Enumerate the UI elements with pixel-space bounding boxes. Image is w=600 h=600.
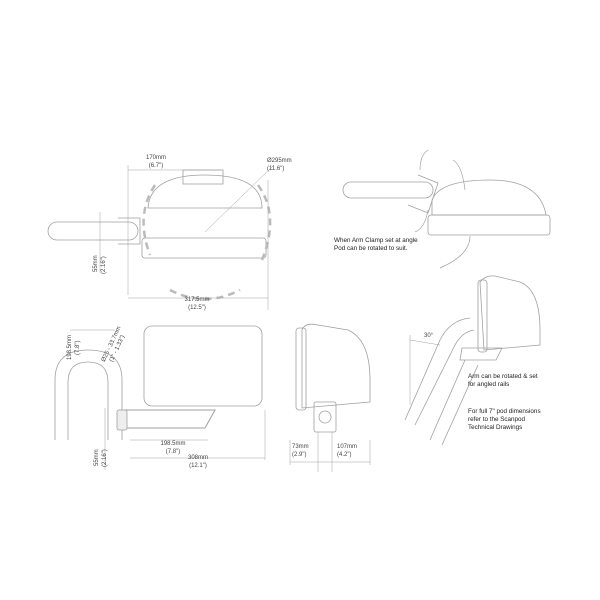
overall-length-dim-mm: 308mm [187,455,209,461]
arm-note-line2: for angled rails [468,381,510,388]
height-dim-in: (7.8") [75,340,81,355]
width-dim-in: (6.7") [148,163,164,169]
top-view-drawing [47,164,275,310]
pod-body [147,174,263,209]
clamp-height-dim-in: (2.16") [101,256,107,274]
angled-clamp [407,174,439,214]
scanpod-note-line1: For full 7" pod dimensions [468,408,541,415]
scanpod-note-line2: refer to the Scanpod [468,416,526,423]
arm-note-line1: Arm can be rotated & set [468,373,538,380]
side-view-drawing [289,323,371,472]
height-dim-mm: 198.5mm [67,334,73,360]
rotation-note-line2: Pod can be rotated to suit. [334,245,408,252]
width-dim-mm: 170mm [145,155,167,161]
pod-screen [143,325,263,407]
rotation-dashed-arc [142,184,272,301]
arm-clamp [118,217,141,245]
left-dim-in: (2.9") [292,452,307,458]
clamp-height2-dim-in: (2.16") [102,449,108,467]
right-dim-mm: 107mm [337,444,358,450]
arm-length-dim-in: (7.8") [165,449,181,455]
arm [119,409,216,429]
diameter-dim-in: (11.6") [267,166,285,172]
overall-length-dim-in: (12.1") [189,463,207,469]
pod-mount [182,169,224,185]
overall-width-dim-mm: 317.5mm [184,297,210,303]
rail-tube [47,221,139,241]
clamp-height-dim-mm: 55mm [93,255,99,272]
angle-label: 30° [424,333,434,339]
left-dim-mm: 73mm [292,444,309,450]
diameter-dim-mm: Ø295mm [267,158,292,164]
overall-width-dim-in: (12.5") [188,305,206,311]
scanpod-note-line3: Technical Drawings [468,424,523,431]
rotated-view-drawing [342,149,551,269]
angled-view-drawing [404,275,541,446]
right-dim-in: (4.2") [337,452,352,458]
clamp-height2-dim-mm: 55mm [94,449,100,466]
pod-face [141,237,267,259]
rotation-note-line1: When Arm Clamp set at angle [334,237,418,244]
arm-length-dim-mm: 198.5mm [160,441,186,447]
front-view-drawing [54,325,266,470]
